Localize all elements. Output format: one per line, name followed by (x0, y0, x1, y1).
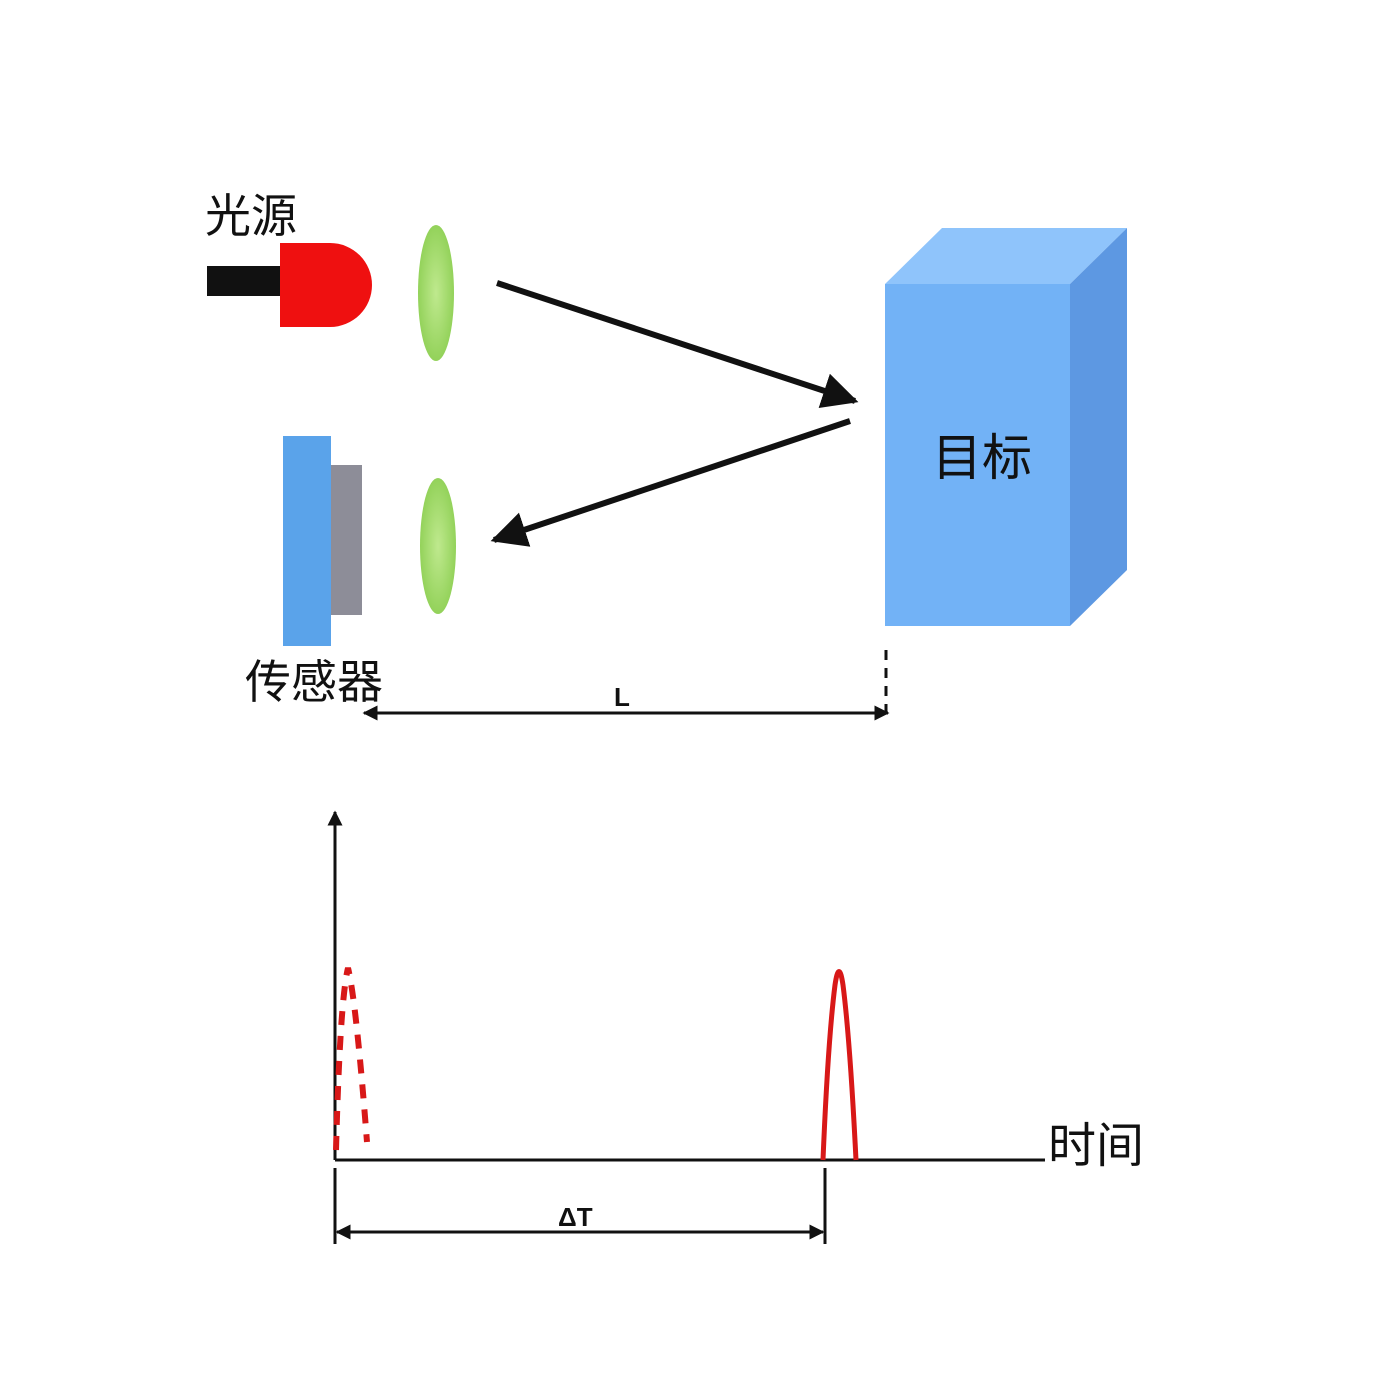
time-axis-label: 时间 (1048, 1118, 1144, 1174)
receiver-lens (420, 478, 456, 614)
led-body (280, 243, 372, 327)
target-label: 目标 (932, 429, 1032, 487)
timing-plot: 时间 ΔT (327, 810, 1144, 1244)
target-top-face (885, 228, 1127, 284)
emitted-pulse (333, 967, 370, 1151)
distance-label: L (614, 682, 630, 712)
emitter-lens (418, 225, 454, 361)
target-front-face (885, 284, 1070, 626)
sensor (283, 436, 362, 646)
target-side-face (1070, 228, 1127, 626)
light-source-label: 光源 (205, 189, 297, 243)
received-pulse (820, 969, 859, 1161)
led-lead (207, 266, 285, 296)
reflected-light-arrow (490, 418, 851, 547)
sensor-label: 传感器 (245, 655, 383, 709)
emitted-light-arrow (496, 280, 859, 408)
delta-t-label: ΔT (558, 1202, 593, 1232)
target (885, 228, 1127, 626)
sensor-board (283, 436, 331, 646)
light-source (207, 243, 372, 327)
sensor-chip (330, 465, 362, 615)
